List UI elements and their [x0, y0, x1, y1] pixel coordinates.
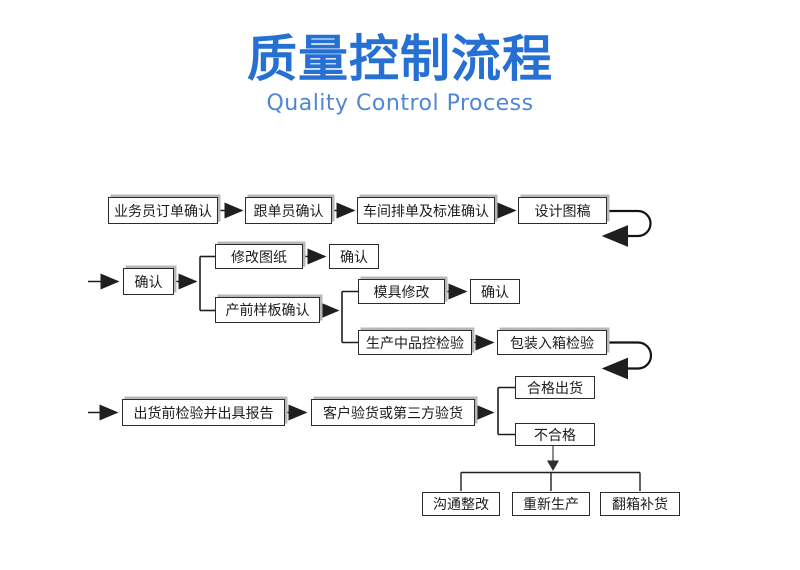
flow-node-mold-modification: 模具修改	[358, 279, 445, 304]
row3-arrows	[88, 386, 516, 436]
flow-node-reproduction: 重新生产	[512, 492, 590, 516]
flow-node-merchandiser-confirm: 跟单员确认	[245, 197, 332, 224]
loop-arrow-1	[601, 209, 652, 247]
loop-arrow-2	[601, 341, 653, 380]
flow-node-repack-replenish: 翻箱补货	[600, 492, 680, 516]
flow-node-qualified-shipment: 合格出货	[515, 376, 595, 399]
flow-node-inproduction-qc-inspection: 生产中品控检验	[358, 330, 472, 355]
page-subtitle: Quality Control Process	[266, 91, 534, 116]
flow-node-customer-thirdparty-inspection: 客户验货或第三方验货	[311, 399, 475, 426]
flow-node-confirm-1: 确认	[123, 268, 174, 295]
flow-node-communicate-rectify: 沟通整改	[422, 492, 500, 516]
flow-node-design-draft: 设计图稿	[518, 197, 607, 224]
flow-node-modify-drawing: 修改图纸	[215, 244, 303, 269]
flow-node-unqualified: 不合格	[515, 423, 595, 446]
flow-node-salesman-order-confirm: 业务员订单确认	[108, 197, 218, 224]
row2-arrows	[88, 248, 495, 351]
flow-node-workshop-scheduling-confirm: 车间排单及标准确认	[357, 197, 495, 224]
flow-node-confirm-3: 确认	[470, 279, 520, 304]
flow-node-packing-inspection: 包装入箱检验	[497, 330, 607, 355]
page-title: 质量控制流程	[247, 30, 553, 88]
flow-node-preproduction-sample-confirm: 产前样板确认	[215, 297, 320, 323]
unqualified-branch	[460, 446, 641, 491]
flow-node-preshipment-inspection-report: 出货前检验并出具报告	[122, 399, 285, 426]
flow-node-confirm-2: 确认	[329, 244, 379, 269]
